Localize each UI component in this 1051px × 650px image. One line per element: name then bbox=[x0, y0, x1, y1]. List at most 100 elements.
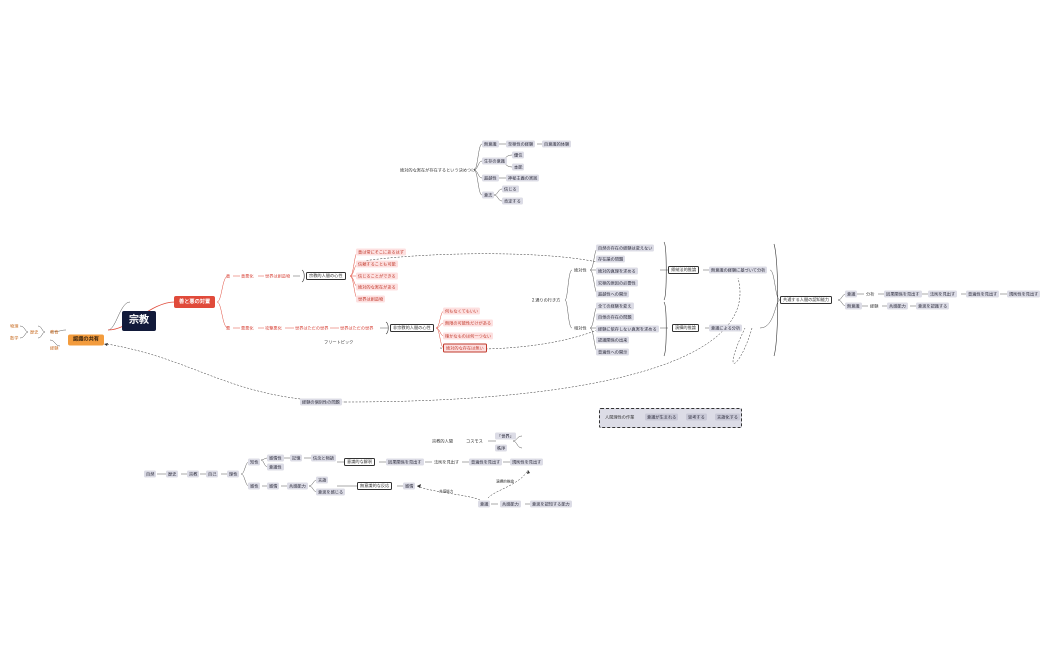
branch-good[interactable]: 善 bbox=[226, 273, 231, 279]
unconscious-reaction[interactable]: 無意識的な反応 bbox=[357, 482, 393, 490]
bad-item[interactable]: 無限の可能性だけがある bbox=[443, 319, 494, 327]
cognition-4[interactable]: 法則を見出す bbox=[928, 290, 958, 298]
top-sub[interactable]: 自意識的体験 bbox=[542, 140, 572, 148]
bad-item-selected[interactable]: 絶対的な存在は無い bbox=[443, 343, 487, 353]
reaction-emotion[interactable]: 感情 bbox=[403, 482, 416, 490]
bottom-chain[interactable]: 宗教 bbox=[187, 470, 200, 478]
cognition-row2-4[interactable]: 意思を認識する bbox=[916, 302, 950, 310]
relative-node[interactable]: 相対性 bbox=[574, 325, 587, 331]
deductive-node[interactable]: 演繹的推論 bbox=[672, 324, 699, 332]
religious-person[interactable]: 宗教的人間 bbox=[432, 438, 453, 444]
cognition-3[interactable]: 因果関係を見出す bbox=[884, 290, 922, 298]
main-topic-shared-recognition[interactable]: 認識の共有 bbox=[68, 334, 104, 346]
main-topic-good-evil[interactable]: 善と悪の対置 bbox=[174, 296, 216, 308]
top-item[interactable]: 超越性 bbox=[482, 174, 499, 182]
top-sub[interactable]: 至極性の経験 bbox=[506, 140, 536, 148]
good-chain-1[interactable]: 善悪化 bbox=[241, 273, 254, 279]
interp-chain[interactable]: 普遍性を見出す bbox=[469, 458, 503, 466]
bottom-chain[interactable]: 自己 bbox=[206, 470, 219, 478]
good-item[interactable]: 信じることができる bbox=[356, 272, 398, 280]
bad-chain-2[interactable]: 攻撃悪化 bbox=[265, 325, 282, 331]
top-item[interactable]: 意志 bbox=[482, 191, 495, 199]
self-node[interactable]: 意識 bbox=[478, 500, 491, 508]
common-cognition-node[interactable]: 共通する人間の認知能力 bbox=[780, 296, 833, 304]
cosmos-node[interactable]: コスモス bbox=[466, 438, 483, 444]
top-sub[interactable]: 信じる bbox=[502, 185, 519, 193]
left-item[interactable]: 物理 bbox=[10, 323, 19, 329]
two-ways-node[interactable]: ２通りの行き方 bbox=[531, 297, 561, 303]
branch-bad[interactable]: 悪 bbox=[226, 325, 231, 331]
bad-chain-1[interactable]: 悪悪化 bbox=[241, 325, 254, 331]
left-item[interactable]: 数学 bbox=[10, 335, 19, 341]
bad-item[interactable]: 何もなくてもいい bbox=[443, 307, 481, 315]
bottom-lower[interactable]: 言語 bbox=[316, 476, 329, 484]
relative-item[interactable]: 自他の存在の問題 bbox=[596, 313, 634, 321]
religious-mind-node[interactable]: 宗教的人間の心性 bbox=[306, 272, 346, 280]
relative-item[interactable]: 認識関係の出来 bbox=[596, 336, 630, 344]
inductive-result[interactable]: 無意識の経験に基づいて分析 bbox=[709, 266, 768, 274]
bottom-lower[interactable]: 共感能力 bbox=[287, 482, 308, 490]
absolute-item[interactable]: 絶対的真理を求める bbox=[596, 267, 638, 275]
bottom-upper[interactable]: 意識性 bbox=[267, 463, 284, 471]
top-sub[interactable]: 肯定する bbox=[502, 197, 523, 205]
cognition-6[interactable]: 規則性を見出す bbox=[1007, 290, 1041, 298]
bottom-lower[interactable]: 感性 bbox=[248, 482, 261, 490]
top-sub[interactable]: 本能 bbox=[512, 163, 525, 171]
bottom-chain[interactable]: 歴史 bbox=[166, 470, 179, 478]
inductive-node[interactable]: 帰納法的推論 bbox=[668, 266, 700, 274]
bottom-chain[interactable]: 自然 bbox=[144, 470, 157, 478]
left-item[interactable]: 教育 bbox=[50, 329, 59, 335]
bad-chain-3[interactable]: 世界はただの世界 bbox=[295, 325, 329, 331]
conscious-interpretation[interactable]: 意識的な解釈 bbox=[344, 458, 376, 466]
top-sub[interactable]: 神秘主義の実践 bbox=[506, 174, 540, 182]
free-topic[interactable]: フリートピック bbox=[324, 339, 354, 345]
bottom-upper[interactable]: 信念と物語 bbox=[311, 454, 336, 462]
left-item[interactable]: 歴史 bbox=[30, 329, 39, 335]
good-item[interactable]: 善は常にそこにあるはず bbox=[356, 248, 406, 256]
absolute-item[interactable]: 自然の存在の経験は変えない bbox=[596, 244, 655, 252]
left-item[interactable]: 経験 bbox=[50, 345, 59, 351]
top-sub[interactable]: 優位 bbox=[512, 151, 525, 159]
good-item[interactable]: 絶対的な実在がある bbox=[356, 283, 398, 291]
nonreligious-mind-node[interactable]: 非宗教的人間の心性 bbox=[390, 324, 434, 332]
absolute-item[interactable]: 存在論の問題 bbox=[596, 255, 626, 263]
cognition-5[interactable]: 普遍性を見出す bbox=[966, 290, 1000, 298]
bottom-upper[interactable]: 知性 bbox=[248, 458, 261, 466]
good-chain-2[interactable]: 世界は創造物 bbox=[265, 273, 291, 279]
deductive-result[interactable]: 意識による分析 bbox=[709, 324, 743, 332]
bottom-lower[interactable]: 感情 bbox=[267, 482, 280, 490]
cognition-1[interactable]: 意識 bbox=[845, 290, 858, 298]
recognition-node[interactable]: 意思を認知する能力 bbox=[530, 500, 572, 508]
interp-chain[interactable]: 因果関係を見出す bbox=[386, 458, 424, 466]
order-node[interactable]: 秩序 bbox=[495, 444, 508, 452]
empathy-node[interactable]: 共感能力 bbox=[500, 500, 521, 508]
top-item[interactable]: 生存の意識 bbox=[482, 157, 507, 165]
root-node[interactable]: 宗教 bbox=[122, 311, 156, 331]
world-node[interactable]: 「世界」 bbox=[495, 432, 516, 440]
cognition-row2-1[interactable]: 無意識 bbox=[845, 302, 862, 310]
relative-item[interactable]: 経験に依存しない真実を求める bbox=[596, 325, 659, 333]
absolute-item[interactable]: 超越性への開示 bbox=[596, 290, 630, 298]
absolute-node[interactable]: 絶対性 bbox=[574, 267, 587, 273]
top-section-label[interactable]: 絶対的な実在が存在するという決めつけ bbox=[400, 167, 476, 173]
interp-chain[interactable]: 法則を見出す bbox=[434, 459, 460, 465]
relative-item[interactable]: 全ての経験を変え bbox=[596, 302, 634, 310]
good-item[interactable]: 世界は創造物 bbox=[356, 295, 386, 303]
bottom-chain[interactable]: 理性 bbox=[227, 470, 240, 478]
relative-item[interactable]: 普遍性への開示 bbox=[596, 348, 630, 356]
bottom-upper[interactable]: 記憶 bbox=[290, 454, 303, 462]
good-item[interactable]: 信頼することも可能 bbox=[356, 260, 398, 268]
interp-chain[interactable]: 規則性を見出す bbox=[510, 458, 544, 466]
bottom-upper[interactable]: 感情性 bbox=[267, 454, 284, 462]
bad-item[interactable]: 確かなものは何一つない bbox=[443, 332, 494, 340]
experience-problem[interactable]: 経験の個別性の問題 bbox=[300, 398, 342, 406]
bottom-lower[interactable]: 意思を感じる bbox=[316, 488, 346, 496]
bad-chain-4[interactable]: 世界はただの世界 bbox=[340, 325, 374, 331]
cognition-row2-3[interactable]: 共感能力 bbox=[887, 302, 908, 310]
cognition-row2-2[interactable]: 経験 bbox=[870, 303, 879, 309]
top-item[interactable]: 無意識 bbox=[482, 140, 499, 148]
absolute-item[interactable]: 究極的原因の必要性 bbox=[596, 279, 638, 287]
cognition-2[interactable]: 分析 bbox=[866, 291, 875, 297]
